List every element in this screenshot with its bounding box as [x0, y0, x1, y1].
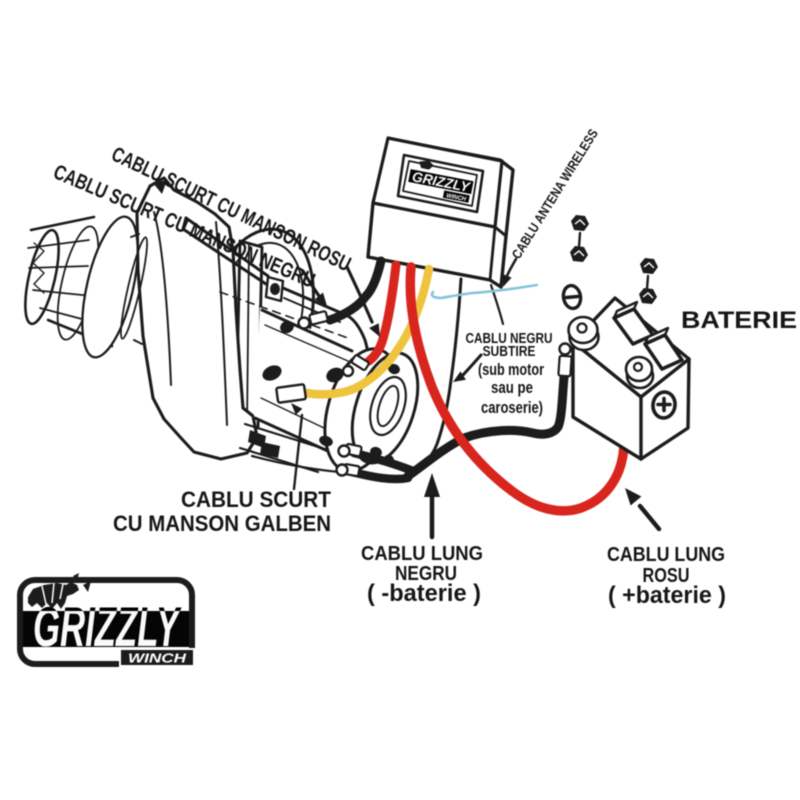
- control-box-word-text: WINCH: [446, 192, 468, 203]
- cable-long-black: [403, 372, 569, 481]
- label-short-yellow: CABLU SCURT CU MANSON GALBEN: [113, 487, 332, 536]
- arrow-thin-black: [453, 353, 483, 382]
- cable-antenna-blue: [430, 283, 539, 300]
- svg-text:sau pe: sau pe: [491, 379, 533, 397]
- svg-text:SUBTIRE: SUBTIRE: [483, 344, 536, 360]
- battery-post-left: [567, 315, 600, 352]
- grizzly-logo: GRIZZLY WINCH: [17, 573, 195, 667]
- arrow-long-red: [625, 488, 662, 532]
- logo-word-text: WINCH: [128, 651, 187, 666]
- lug-yellow: [275, 383, 307, 404]
- arrows: [291, 257, 662, 540]
- winch-clutch-cone: [24, 215, 148, 359]
- svg-text:( -baterie ): ( -baterie ): [367, 580, 481, 607]
- svg-text:CABLU NEGRU: CABLU NEGRU: [466, 331, 553, 347]
- svg-text:CABLU LUNG: CABLU LUNG: [361, 543, 483, 565]
- cable-long-black-strand2: [347, 467, 413, 484]
- winch-terminal-studs: [262, 320, 344, 447]
- control-box: GRIZZLY WINCH: [366, 136, 515, 289]
- arrow-long-black: [424, 473, 440, 540]
- label-long-red: CABLU LUNG ROSU ( +baterie ): [607, 544, 726, 609]
- lug-short-red: [341, 354, 370, 378]
- arrow-yellow-leader: [291, 403, 304, 491]
- label-thin-black: CABLU NEGRU SUBTIRE (sub motor sau pe ca…: [466, 331, 553, 417]
- control-box-logo-panel: GRIZZLY WINCH: [396, 153, 485, 214]
- battery-plus-icon: [651, 390, 677, 420]
- svg-text:ROSU: ROSU: [643, 565, 690, 587]
- svg-text:CU MANSON GALBEN: CU MANSON GALBEN: [113, 511, 331, 536]
- svg-text:( +baterie ): ( +baterie ): [608, 582, 726, 609]
- lug-long-black-2: [335, 463, 361, 478]
- logo-winch-badge: WINCH: [119, 648, 195, 667]
- cable-yellow: [301, 264, 434, 399]
- label-battery: BATERIE: [681, 307, 797, 334]
- battery-nuts: [570, 215, 658, 304]
- label-long-black: CABLU LUNG NEGRU ( -baterie ): [361, 543, 483, 607]
- svg-text:CABLU LUNG: CABLU LUNG: [607, 544, 725, 566]
- arrow-short-black: [301, 269, 327, 306]
- hex-nut-icon: [570, 246, 588, 262]
- battery: [561, 215, 691, 461]
- logo-bear-icon: [28, 573, 91, 609]
- arrow-antenna: [503, 257, 518, 287]
- cables: [275, 256, 631, 516]
- svg-text:NEGRU: NEGRU: [395, 563, 457, 585]
- solenoid-bracket-edge: [489, 283, 505, 326]
- arrow-short-red: [345, 265, 380, 337]
- battery-minus-icon: [561, 283, 583, 311]
- svg-text:(sub motor: (sub motor: [478, 361, 544, 379]
- svg-text:caroserie): caroserie): [481, 399, 543, 417]
- logo-band: [23, 611, 189, 647]
- svg-text:CABLU SCURT: CABLU SCURT: [181, 487, 332, 512]
- cable-short-red: [364, 260, 401, 366]
- lug-short-black: [297, 310, 329, 330]
- cable-short-black: [325, 256, 386, 325]
- lug-battery-black: [557, 342, 573, 378]
- winch-bottom-bracket: [238, 422, 330, 474]
- lug-long-black-1: [337, 442, 363, 458]
- label-antenna: CABLU ANTENA WIRELESS: [509, 126, 601, 261]
- control-box-bear-icon: [419, 160, 434, 170]
- hex-nut-icon: [571, 215, 589, 231]
- hex-nut-icon: [640, 258, 658, 274]
- hex-nut-icon: [639, 288, 657, 304]
- logo-brand-text: GRIZZLY: [33, 595, 182, 658]
- battery-post-front: [624, 355, 655, 390]
